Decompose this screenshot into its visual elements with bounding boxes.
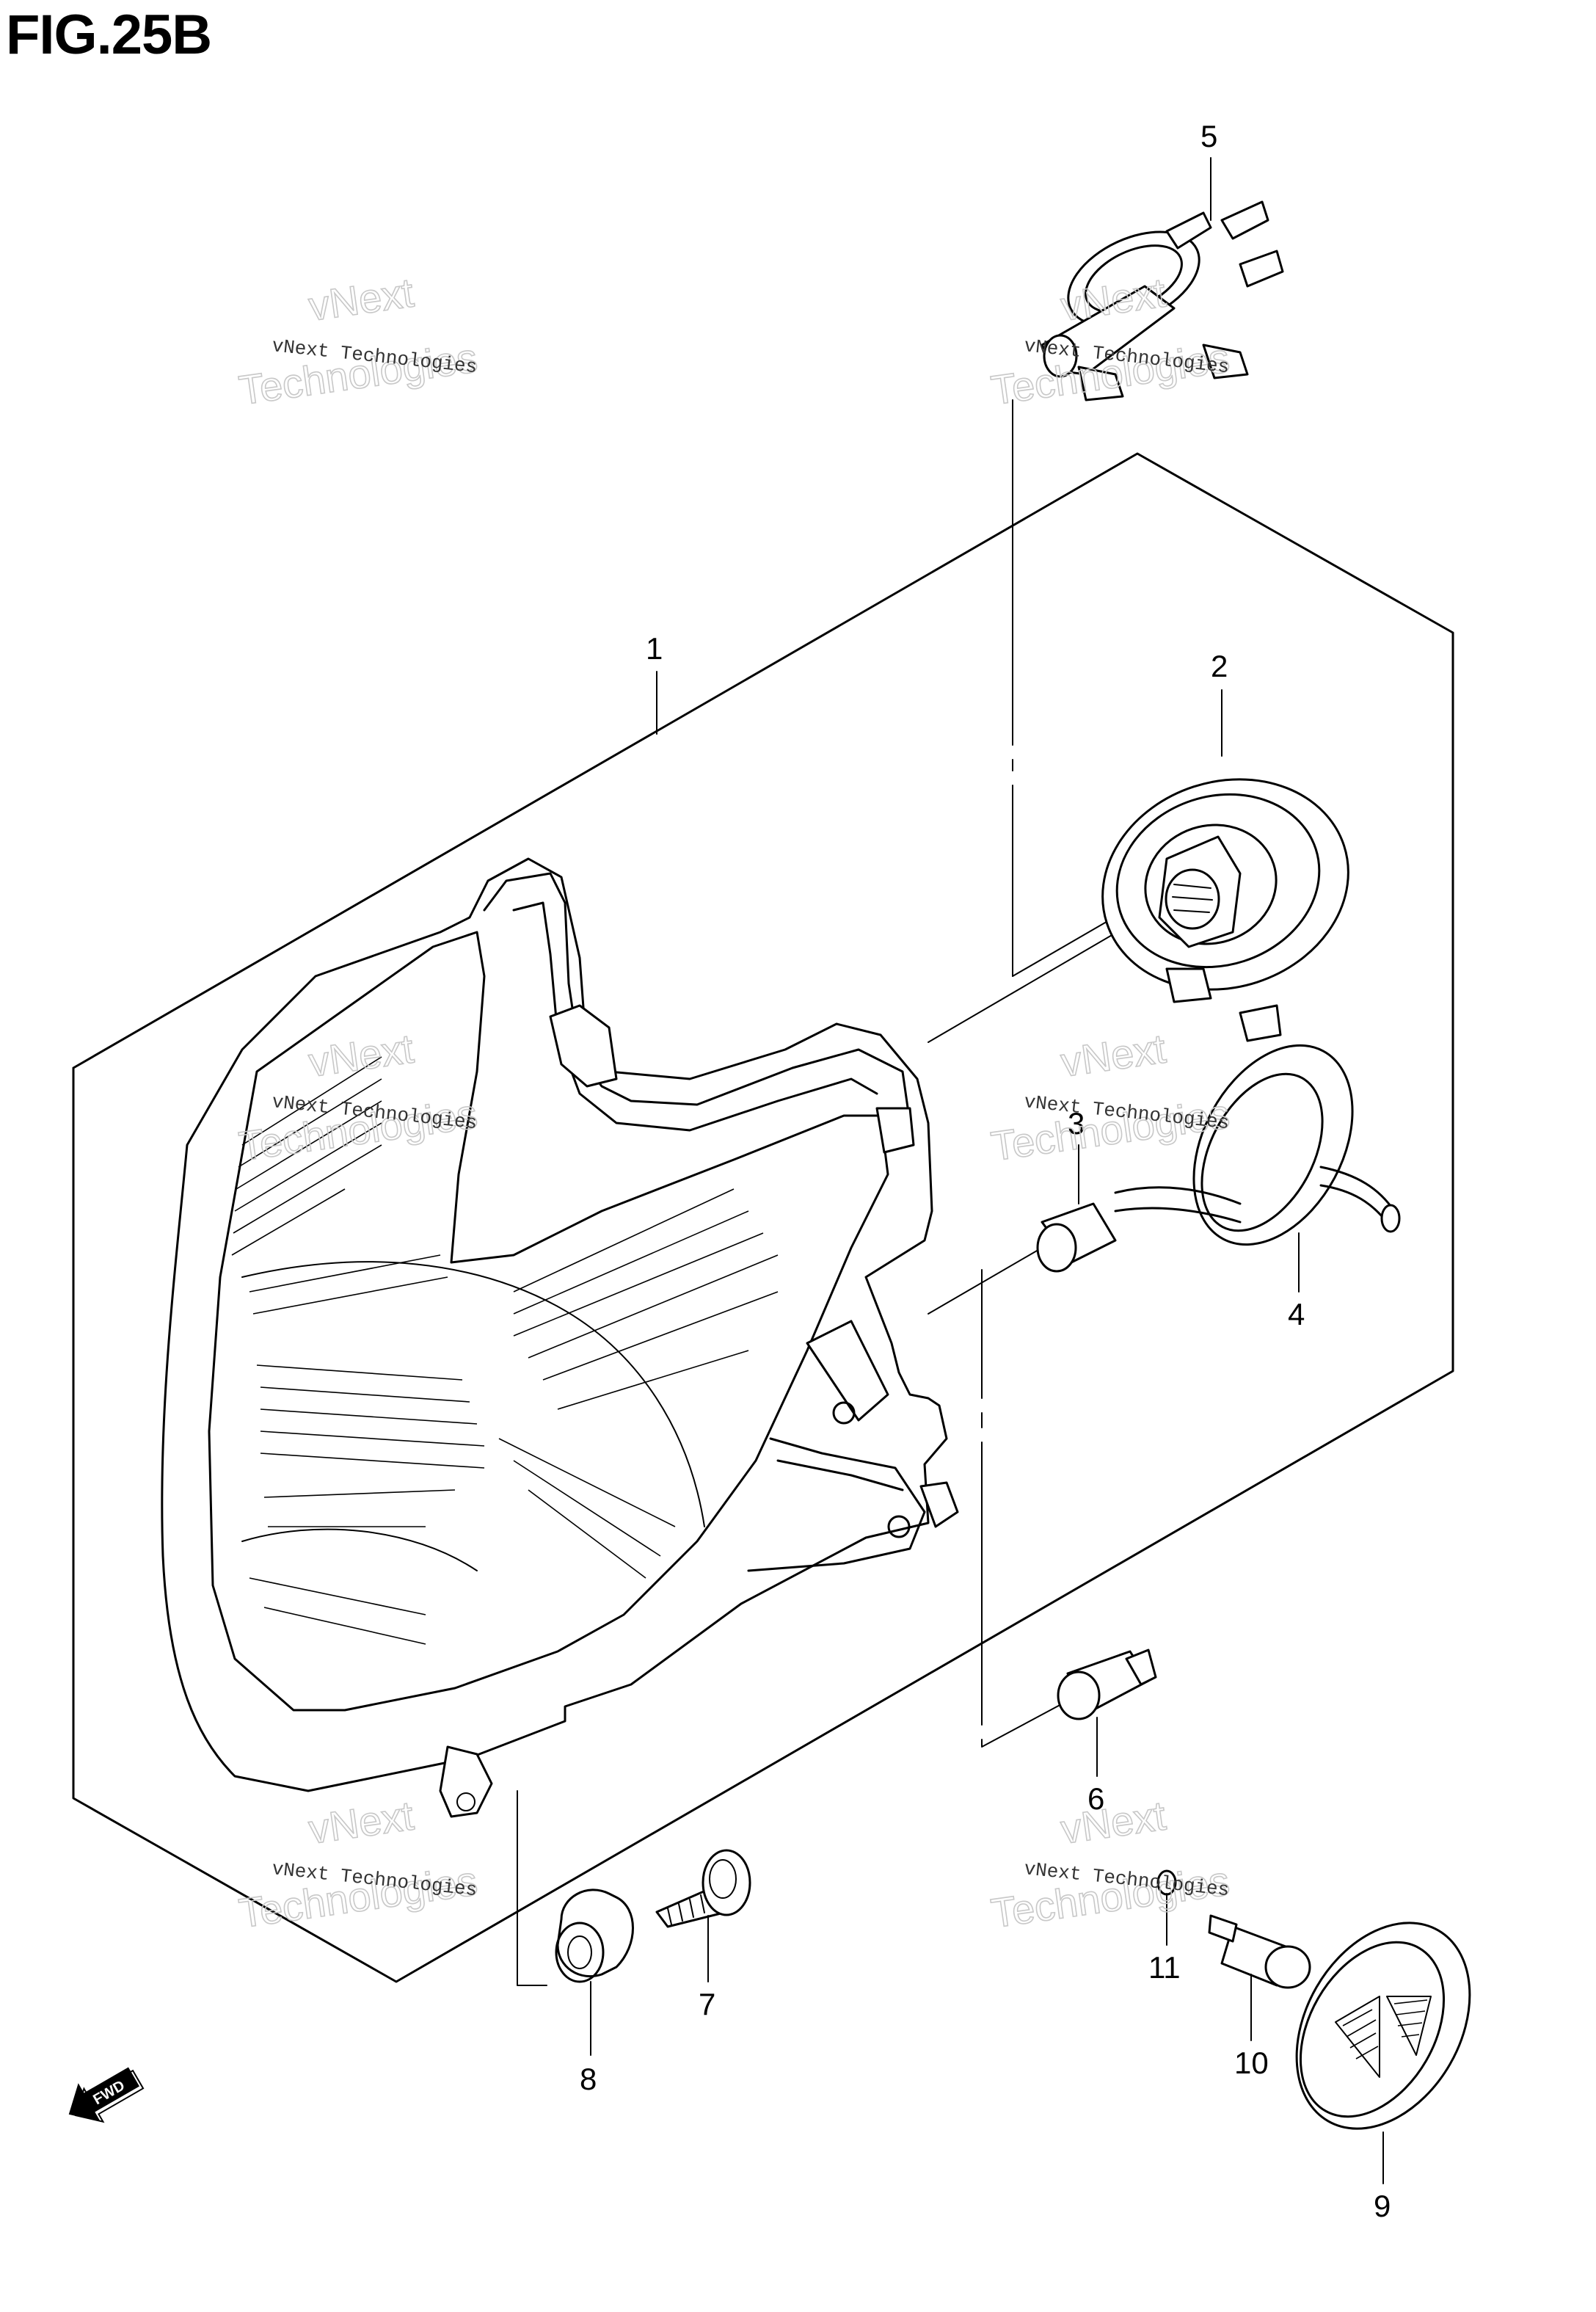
svg-text:vNext: vNext <box>306 1792 417 1853</box>
callout-1: 1 <box>646 631 663 666</box>
callout-11: 11 <box>1148 1950 1181 1985</box>
svg-text:vNext: vNext <box>306 269 417 330</box>
svg-text:vNext: vNext <box>1058 1792 1169 1853</box>
callout-3: 3 <box>1068 1106 1085 1141</box>
position-lamp-socket <box>1036 1044 1401 1273</box>
wedge-bulb <box>1057 1648 1157 1720</box>
headlight-bulb <box>1041 200 1284 401</box>
callout-8: 8 <box>580 2062 597 2096</box>
callout-4: 4 <box>1288 1297 1305 1331</box>
svg-text:vNext: vNext <box>1058 1025 1169 1086</box>
leader-lines <box>590 157 1384 2184</box>
callout-5: 5 <box>1200 119 1217 153</box>
callout-6: 6 <box>1087 1781 1104 1816</box>
socket-cover <box>1101 778 1349 1042</box>
assembly-frame <box>72 452 1454 1983</box>
callout-2: 2 <box>1211 649 1228 683</box>
headlight-assembly <box>161 857 959 1818</box>
reflector-hatching <box>231 1056 779 1645</box>
screw <box>655 1849 751 1928</box>
cushion <box>555 1889 634 1983</box>
fwd-arrow-badge: FWD <box>68 2067 145 2123</box>
callout-10: 10 <box>1234 2046 1269 2080</box>
reflector <box>1295 1922 1471 2130</box>
callout-numbers: 1 2 3 4 5 6 7 8 9 10 11 <box>580 119 1391 2223</box>
bulb-socket <box>1208 1914 1311 1989</box>
callout-9: 9 <box>1374 2189 1391 2223</box>
figure-title: FIG.25B <box>6 4 212 66</box>
callout-7: 7 <box>699 1987 715 2021</box>
